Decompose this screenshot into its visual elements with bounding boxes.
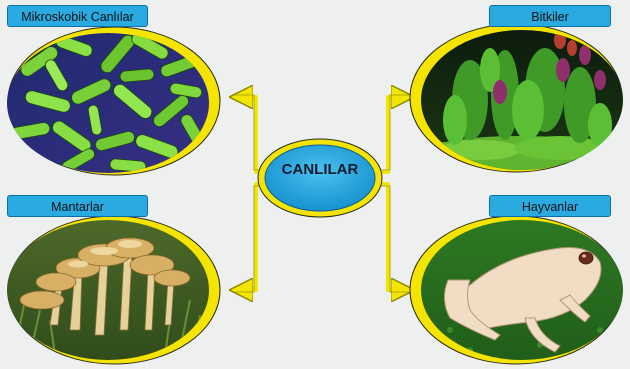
label-animals: Hayvanlar [489, 195, 611, 217]
plants-image-frame [410, 20, 630, 180]
bacteria-illustration [0, 20, 220, 190]
center-label: CANLILAR [262, 150, 378, 190]
label-fungi: Mantarlar [7, 195, 148, 217]
connector-to-fungi [234, 184, 270, 290]
fungi-image-frame [0, 210, 220, 369]
frog-illustration [410, 210, 630, 369]
label-plants: Bitkiler [489, 5, 611, 27]
animals-image-frame [410, 210, 630, 369]
connector-to-animals [372, 184, 410, 290]
mushroom-cluster-illustration [0, 210, 220, 369]
label-microorganisms: Mikroskobik Canlılar [7, 5, 148, 27]
micro-image-frame [0, 20, 220, 190]
